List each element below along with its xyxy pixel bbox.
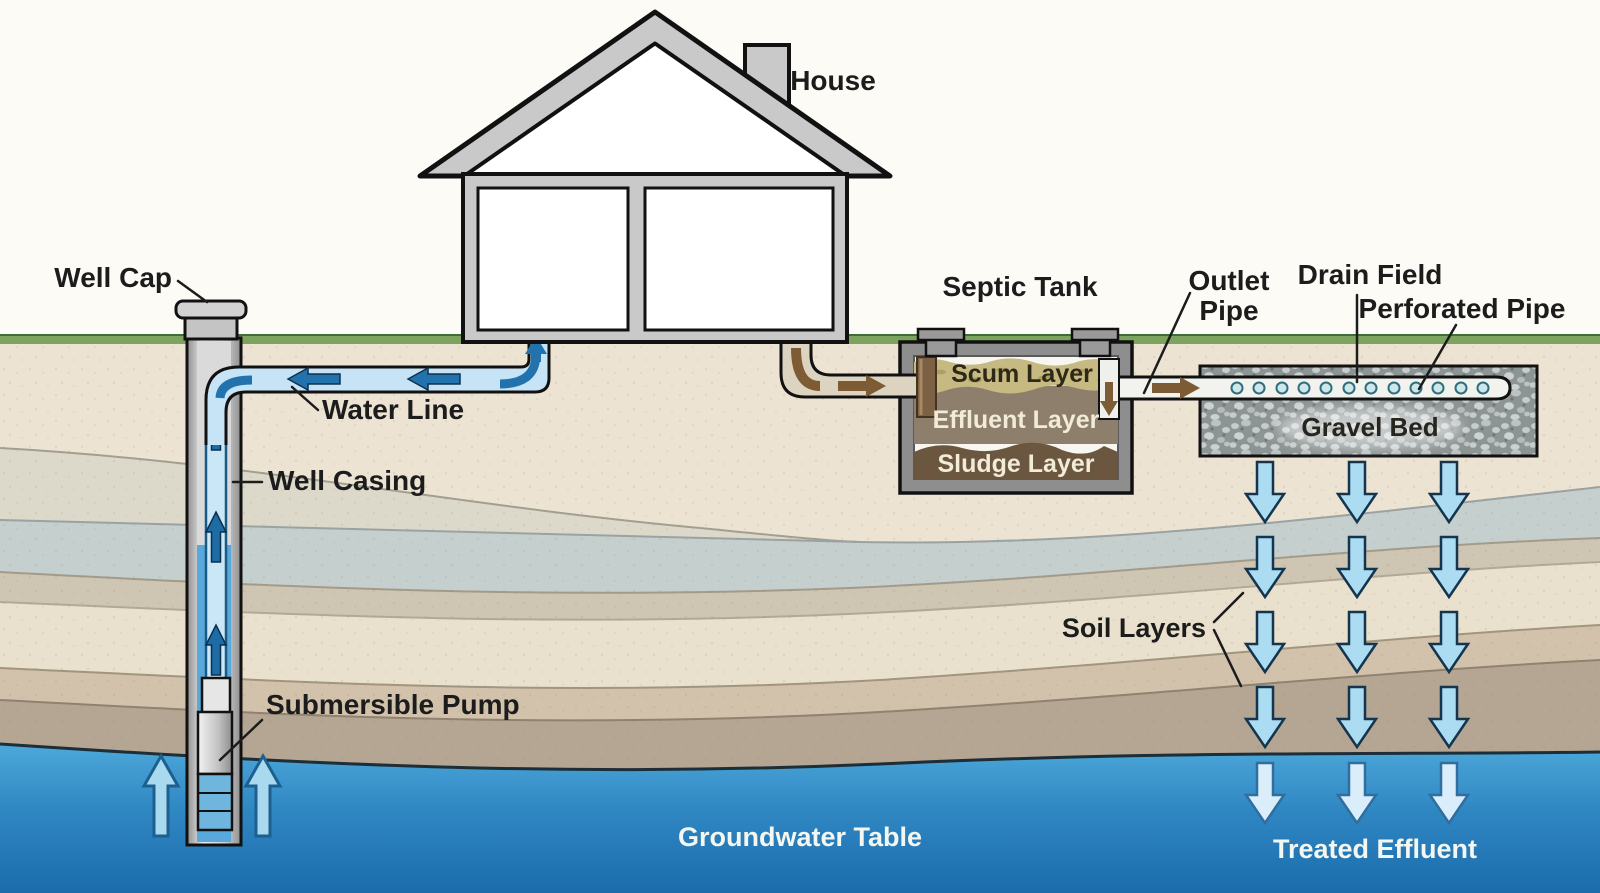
sludge-layer	[914, 442, 1118, 479]
groundwater-table-label: Groundwater Table	[678, 822, 922, 852]
scum-layer-label: Scum Layer	[951, 360, 1093, 388]
house-room-right	[643, 186, 835, 332]
sewer-pipe	[779, 342, 922, 399]
well-cap-plate	[174, 299, 248, 320]
gravel-bed-label-glow	[1278, 408, 1462, 448]
effluent-layer-label: Effluent Layer	[933, 406, 1100, 434]
outlet-pipe-label-line1: Outlet	[1189, 265, 1270, 296]
labels: House Well Cap Water Line Well Casing Su…	[54, 65, 1565, 864]
perforated-pipe	[1118, 377, 1510, 399]
water-line	[204, 336, 551, 445]
scum-layer	[914, 358, 1118, 394]
house-room-left	[476, 186, 630, 332]
perforated-pipe-label: Perforated Pipe	[1359, 293, 1566, 324]
septic-tank-label: Septic Tank	[942, 271, 1098, 302]
riser-neck-left	[924, 337, 958, 358]
house	[417, 9, 893, 344]
water-line-bend-band-well	[215, 375, 253, 399]
groundwater-body	[0, 744, 1600, 893]
water-line-outline	[204, 344, 551, 445]
soil-layers-label: Soil Layers	[1062, 613, 1206, 643]
septic-tank	[898, 340, 1134, 495]
riser-neck-right	[1078, 337, 1112, 358]
house-label: House	[790, 65, 876, 96]
effluent-layer	[914, 386, 1118, 444]
outlet-and-perforated-pipe	[1118, 375, 1512, 401]
pointer-lines	[176, 279, 1458, 762]
water-line-label: Water Line	[322, 394, 464, 425]
perforation-holes	[1230, 381, 1490, 395]
sewer-pipe-outline	[779, 342, 922, 399]
pump-intake-section	[196, 772, 234, 832]
soil-layers-bracket	[1212, 591, 1245, 688]
submersible-pump-pointer-line	[218, 718, 264, 762]
gravel-bed-label: Gravel Bed	[1301, 412, 1438, 442]
treated-effluent-label: Treated Effluent	[1273, 834, 1477, 864]
outlet-pipe-label-line2: Pipe	[1199, 295, 1258, 326]
tank-risers	[916, 327, 1120, 358]
pump-coupling	[200, 676, 232, 716]
well-cap-label: Well Cap	[54, 262, 172, 293]
perforated-pipe-outline	[1118, 375, 1512, 401]
well-casing-label: Well Casing	[268, 465, 426, 496]
water-line-house-up-arrow	[525, 336, 547, 362]
sewer-flow-bend-arrow	[791, 347, 821, 391]
riser-cap-left	[916, 327, 966, 342]
sludge-layer-label: Sludge Layer	[938, 450, 1095, 478]
outlet-pipe-pointer-line	[1142, 291, 1192, 395]
perforated-pipe-pointer-line	[1417, 323, 1458, 391]
water-line-pointer-line	[290, 385, 320, 412]
well-cap	[174, 299, 248, 341]
riser-cap-right	[1070, 327, 1120, 342]
drain-field-label: Drain Field	[1298, 259, 1443, 290]
tank-baffles	[916, 356, 1120, 420]
well-cap-pointer-line	[176, 279, 209, 304]
well	[185, 336, 243, 847]
submersible-pump	[196, 710, 234, 776]
submersible-pump-label: Submersible Pump	[266, 689, 520, 720]
well-cap-neck	[183, 315, 239, 341]
